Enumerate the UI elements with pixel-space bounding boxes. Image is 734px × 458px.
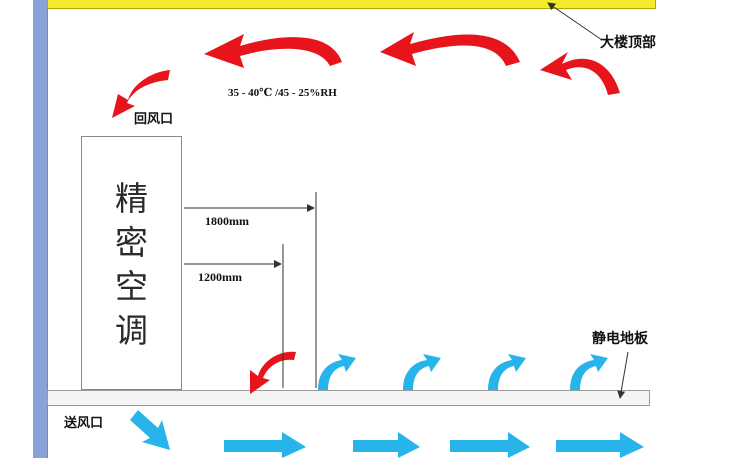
cold-air-underfloor-arrows <box>130 410 644 458</box>
hot-air-arrow-icon <box>540 52 620 95</box>
cold-air-arrow-icon <box>403 354 441 390</box>
ac-unit-label: 精 密 空 调 <box>115 179 148 350</box>
hot-air-arrow-icon <box>112 70 170 118</box>
building-top-label: 大楼顶部 <box>600 36 656 51</box>
left-wall <box>33 0 48 458</box>
cold-air-arrow-icon <box>488 354 526 390</box>
cold-air-arrow-icon <box>570 354 608 390</box>
cold-air-flow-arrow-icon <box>353 432 420 458</box>
precision-ac-unit: 精 密 空 调 <box>81 136 182 390</box>
cold-air-flow-arrow-icon <box>556 432 644 458</box>
leader-lines <box>547 2 629 399</box>
cold-air-supply-arrow-icon <box>130 410 170 450</box>
building-top-ceiling <box>47 0 656 9</box>
cold-air-arrow-icon <box>318 354 356 390</box>
cold-air-flow-arrow-icon <box>450 432 530 458</box>
leader-raised-floor <box>617 351 629 399</box>
hot-air-arrow-icon <box>380 32 520 66</box>
cold-air-flow-arrow-icon <box>224 432 306 458</box>
supply-vent-label: 送风口 <box>64 415 104 430</box>
hot-air-arrows <box>112 32 620 394</box>
hot-air-arrow-icon <box>204 34 342 68</box>
raised-floor <box>47 390 650 406</box>
temperature-humidity-label: 35 - 40℃ /45 - 25%RH <box>228 87 337 99</box>
return-vent-label: 回风口 <box>134 111 174 126</box>
leader-building-top <box>547 2 603 41</box>
raised-floor-label: 静电地板 <box>592 332 648 347</box>
hot-air-arrow-icon <box>250 351 296 394</box>
distance-1200-label: 1200mm <box>198 270 242 284</box>
dimension-lines <box>184 192 317 388</box>
distance-1800-label: 1800mm <box>205 214 249 228</box>
cold-air-rising-arrows <box>318 354 608 390</box>
